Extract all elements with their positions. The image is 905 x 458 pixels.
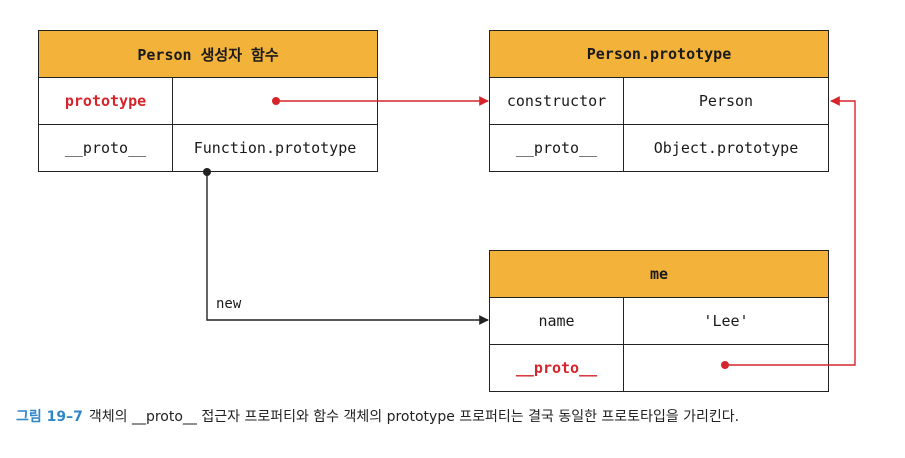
prototype-constructor-value: Person xyxy=(698,92,754,110)
new-instance-arrow xyxy=(203,168,489,325)
prototype-object-title: Person.prototype xyxy=(490,31,828,78)
instance-proto-key: __proto__ xyxy=(490,345,624,391)
prototype-row-constructor: constructor Person xyxy=(490,78,828,125)
constructor-proto-key: __proto__ xyxy=(39,125,173,171)
constructor-function-title: Person 생성자 함수 xyxy=(39,31,377,78)
instance-object-box: me name 'Lee' __proto__ xyxy=(489,250,829,392)
constructor-function-box: Person 생성자 함수 prototype __proto__ Functi… xyxy=(38,30,378,172)
instance-name-value: 'Lee' xyxy=(703,312,749,330)
prototype-proto-value: Object.prototype xyxy=(653,139,799,157)
figure-label: 그림 19–7 xyxy=(16,409,83,425)
prototype-row-proto: __proto__ Object.prototype xyxy=(490,125,828,171)
new-edge-label: new xyxy=(216,296,242,312)
constructor-prototype-value xyxy=(173,78,377,124)
figure-caption: 그림 19–7 객체의 __proto__ 접근자 프로퍼티와 함수 객체의 pr… xyxy=(16,406,896,426)
prototype-constructor-key: constructor xyxy=(490,78,624,124)
instance-proto-value xyxy=(624,345,828,391)
constructor-row-prototype: prototype xyxy=(39,78,377,125)
instance-row-name: name 'Lee' xyxy=(490,298,828,345)
instance-name-key: name xyxy=(490,298,624,344)
instance-object-title: me xyxy=(490,251,828,298)
prototype-proto-key: __proto__ xyxy=(490,125,624,171)
constructor-proto-value: Function.prototype xyxy=(193,139,357,157)
figure-caption-text: 객체의 __proto__ 접근자 프로퍼티와 함수 객체의 prototype… xyxy=(88,409,740,425)
constructor-prototype-key: prototype xyxy=(39,78,173,124)
constructor-row-proto: __proto__ Function.prototype xyxy=(39,125,377,171)
instance-row-proto: __proto__ xyxy=(490,345,828,391)
prototype-object-box: Person.prototype constructor Person __pr… xyxy=(489,30,829,172)
